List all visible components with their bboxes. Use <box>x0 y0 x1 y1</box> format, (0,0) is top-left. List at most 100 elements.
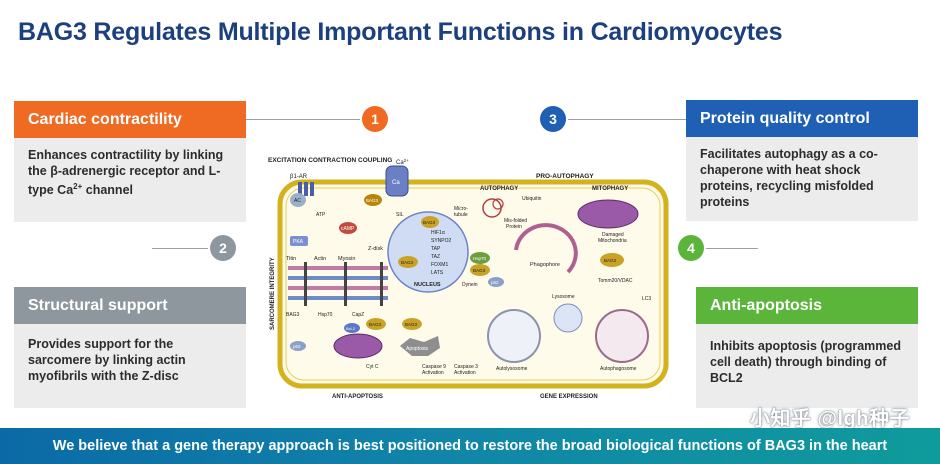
apoptosis-line-2: cell death) through binding of <box>710 355 887 369</box>
camp-icon <box>339 222 357 234</box>
svg-text:GENE EXPRESSION: GENE EXPRESSION <box>540 394 598 400</box>
label-b1ar: β1-AR <box>290 174 308 180</box>
damaged-mitochondria-icon <box>577 199 639 229</box>
protein-line-4: proteins <box>700 195 750 209</box>
bag3-channel <box>364 194 382 206</box>
bag3-apoptosis <box>366 318 386 330</box>
badge-1: 1 <box>362 106 388 132</box>
svg-text:Z-disk: Z-disk <box>368 246 383 252</box>
svg-text:cAMP: cAMP <box>341 226 355 232</box>
svg-text:Autolysosome: Autolysosome <box>496 366 528 372</box>
svg-text:Phagophore: Phagophore <box>530 262 560 268</box>
svg-text:TAP: TAP <box>431 246 441 252</box>
protein-line-2: chaperone with heat shock <box>700 163 861 177</box>
bcl2-icon <box>344 323 360 333</box>
bag3-nucleus <box>398 256 418 268</box>
svg-text:Cyt C: Cyt C <box>366 364 379 370</box>
svg-text:p62: p62 <box>491 280 499 285</box>
receptor-icon <box>298 182 314 196</box>
watermark: 小知乎 @lgh种子 <box>749 408 910 430</box>
p62-icon <box>488 277 504 287</box>
svg-text:BAG3: BAG3 <box>369 322 382 327</box>
apoptosis-line-3: BCL2 <box>710 371 743 385</box>
label-sarcomere-integrity: SARCOMERE INTEGRITY <box>270 257 276 330</box>
svg-text:CapZ: CapZ <box>352 312 364 318</box>
bag3-autophagy <box>470 264 490 276</box>
svg-text:LC3: LC3 <box>642 296 651 302</box>
svg-text:Myosin: Myosin <box>338 256 355 262</box>
protein-heading: Protein quality control <box>686 100 918 137</box>
svg-text:Activation: Activation <box>454 370 476 376</box>
svg-text:Apoptosis: Apoptosis <box>406 346 428 352</box>
phagophore-icon <box>514 223 578 274</box>
svg-text:Hsp70: Hsp70 <box>473 256 487 261</box>
connector-2 <box>152 248 210 249</box>
svg-text:BAG3: BAG3 <box>286 312 300 318</box>
svg-text:SYNPO2: SYNPO2 <box>431 238 452 244</box>
svg-text:BAG3: BAG3 <box>423 220 436 225</box>
structural-heading: Structural support <box>14 287 246 324</box>
svg-text:Dynein: Dynein <box>462 282 478 288</box>
svg-text:Hsp70: Hsp70 <box>318 312 333 318</box>
svg-text:BAG3: BAG3 <box>405 322 418 327</box>
lysosome-icon <box>553 303 583 333</box>
structural-line-3: myofibrils with the Z-disc <box>28 369 179 383</box>
badge-4: 4 <box>678 235 704 261</box>
svg-text:Ca: Ca <box>392 180 400 186</box>
connector-4 <box>702 248 758 249</box>
contractility-body: Enhances contractility by linking the β-… <box>14 138 246 222</box>
apoptosis-star-icon <box>400 336 440 356</box>
bag3-mid <box>402 318 422 330</box>
calcium-channel-icon: Ca <box>385 165 409 197</box>
svg-text:BAG3: BAG3 <box>366 198 379 203</box>
badge-3: 3 <box>540 106 566 132</box>
svg-text:Actin: Actin <box>314 256 326 262</box>
svg-text:Caspase 9: Caspase 9 <box>422 364 446 370</box>
svg-text:TAZ: TAZ <box>431 254 440 260</box>
svg-text:Bcl-2: Bcl-2 <box>346 326 356 331</box>
svg-text:Damaged: Damaged <box>602 232 624 238</box>
svg-text:ANTI-APOPTOSIS: ANTI-APOPTOSIS <box>332 394 383 400</box>
svg-text:Caspase 3: Caspase 3 <box>454 364 478 370</box>
protein-body: Facilitates autophagy as a co- chaperone… <box>686 137 918 221</box>
svg-text:p53: p53 <box>293 344 301 349</box>
label-excitation: EXCITATION CONTRACTION COUPLING <box>268 157 392 164</box>
svg-text:ATP: ATP <box>316 212 326 218</box>
gene-list: HIF1α SYNPO2 TAP TAZ FOXM1 LATS <box>431 230 452 276</box>
connector-3 <box>566 119 686 120</box>
svg-text:Mis-folded: Mis-folded <box>504 218 527 224</box>
svg-text:Micro-: Micro- <box>454 206 468 212</box>
structural-line-2: sarcomere by linking actin <box>28 353 186 367</box>
connector-1 <box>246 119 362 120</box>
svg-text:PKA: PKA <box>293 239 304 245</box>
bottom-banner: We believe that a gene therapy approach … <box>0 428 940 464</box>
contractility-line-1: Enhances contractility by linking <box>28 148 224 162</box>
sarcomere-icon <box>288 262 388 306</box>
autolysosome-icon <box>487 309 541 363</box>
bag3-mito <box>600 253 624 267</box>
bag3-top <box>421 216 439 228</box>
structural-body: Provides support for the sarcomere by li… <box>14 324 246 408</box>
svg-text:Autophagosome: Autophagosome <box>600 366 637 372</box>
svg-text:AC: AC <box>294 198 301 204</box>
svg-text:BAG3: BAG3 <box>401 260 414 265</box>
label-pro-autophagy: PRO-AUTOPHAGY <box>536 173 594 180</box>
apoptosis-heading: Anti-apoptosis <box>696 287 918 324</box>
contractility-heading: Cardiac contractility <box>14 101 246 138</box>
svg-text:Activation: Activation <box>422 370 444 376</box>
apoptosis-line-1: Inhibits apoptosis (programmed <box>710 339 901 353</box>
svg-text:Mitochondria: Mitochondria <box>598 238 627 244</box>
protein-line-3: proteins, recycling misfolded <box>700 179 874 193</box>
svg-text:Protein: Protein <box>506 224 522 230</box>
nucleus-icon <box>387 211 469 293</box>
misfolded-protein-icon <box>482 198 504 218</box>
apoptosis-body: Inhibits apoptosis (programmed cell deat… <box>696 324 918 408</box>
svg-text:Lysosome: Lysosome <box>552 294 575 300</box>
badge-2: 2 <box>210 235 236 261</box>
mitochondria-apoptosis-icon <box>333 333 383 359</box>
pka-icon <box>290 236 308 246</box>
svg-text:BAG3: BAG3 <box>473 268 486 273</box>
cell-membrane-inner <box>285 187 661 381</box>
svg-text:FOXM1: FOXM1 <box>431 262 448 268</box>
label-ca-top: Ca2+ <box>396 158 409 166</box>
